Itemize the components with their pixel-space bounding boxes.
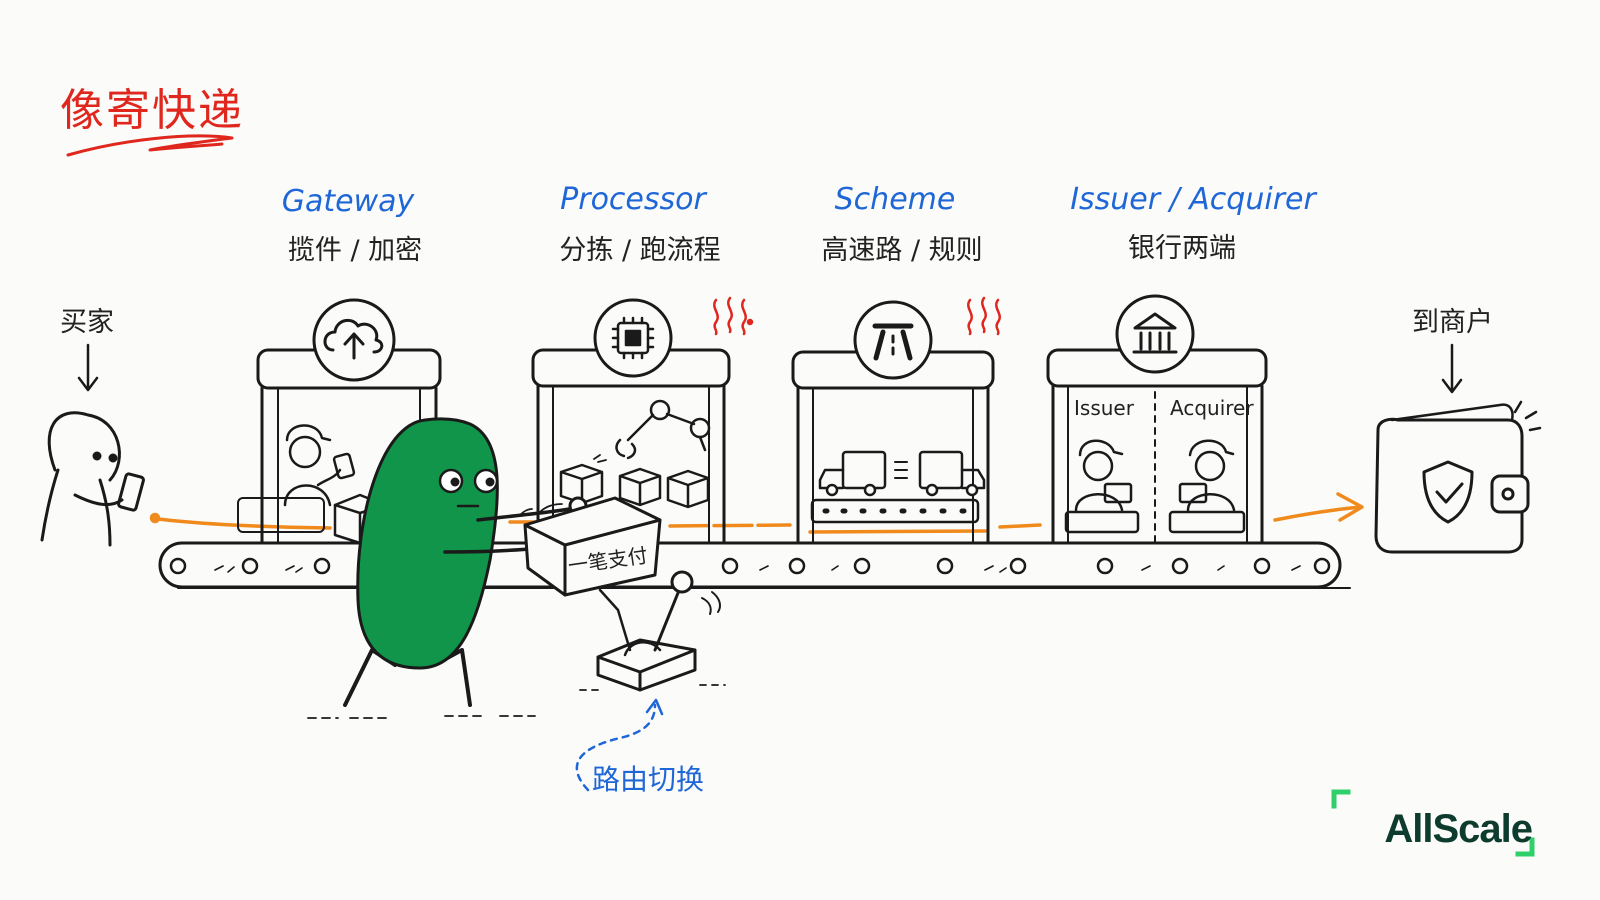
chip-icon xyxy=(611,316,655,360)
stage-gateway-desc: 揽件 / 加密 xyxy=(287,235,423,266)
brand-logo: AllScale xyxy=(1384,807,1533,851)
heat-icon xyxy=(713,296,754,336)
stage-issuer-acquirer-desc: 银行两端 xyxy=(1128,233,1236,264)
stage-scheme-desc: 高速路 / 规则 xyxy=(821,235,983,266)
conveyor-belt xyxy=(158,541,1351,589)
stage-processor-desc: 分拣 / 跑流程 xyxy=(559,235,721,266)
cloud-upload-icon xyxy=(323,318,384,360)
shield-check-icon xyxy=(1422,460,1474,524)
acquirer-inner-label: Acquirer xyxy=(1170,396,1254,420)
truck-icon xyxy=(818,450,986,497)
merchant-label: 到商户 xyxy=(1412,307,1493,338)
stage-issuer-acquirer-name: Issuer / Acquirer xyxy=(1070,182,1316,217)
bank-icon xyxy=(1132,312,1178,354)
processor-boxes xyxy=(559,463,710,509)
issuer-worker xyxy=(1064,439,1140,534)
merchant-wallet xyxy=(1374,343,1542,554)
payment-package xyxy=(519,496,662,597)
flow-line xyxy=(149,492,1364,534)
scheme-station xyxy=(791,296,1001,545)
buyer-label: 买家 xyxy=(60,307,114,338)
title-underline xyxy=(66,134,234,157)
stage-scheme-name: Scheme xyxy=(834,182,956,217)
road-strip xyxy=(810,498,980,524)
route-switch-label: 路由切换 xyxy=(592,763,705,796)
stage-processor-name: Processor xyxy=(560,182,706,217)
issuer-inner-label: Issuer xyxy=(1074,396,1134,420)
conveyor-rollers xyxy=(169,557,1331,575)
acquirer-worker xyxy=(1168,439,1246,534)
route-arrow xyxy=(575,698,664,792)
heat-icon-2 xyxy=(967,296,1001,336)
gateway-worker xyxy=(237,424,356,533)
page-title: 像寄快递 xyxy=(60,85,244,136)
bank-station xyxy=(1046,294,1268,546)
highway-icon xyxy=(872,323,914,361)
processor-station xyxy=(531,296,754,545)
stage-gateway-name: Gateway xyxy=(281,184,415,219)
robot-arm-icon xyxy=(593,399,711,463)
brand-frame xyxy=(1331,789,1535,857)
buyer-figure xyxy=(40,343,145,547)
route-switch-lever xyxy=(579,570,726,692)
